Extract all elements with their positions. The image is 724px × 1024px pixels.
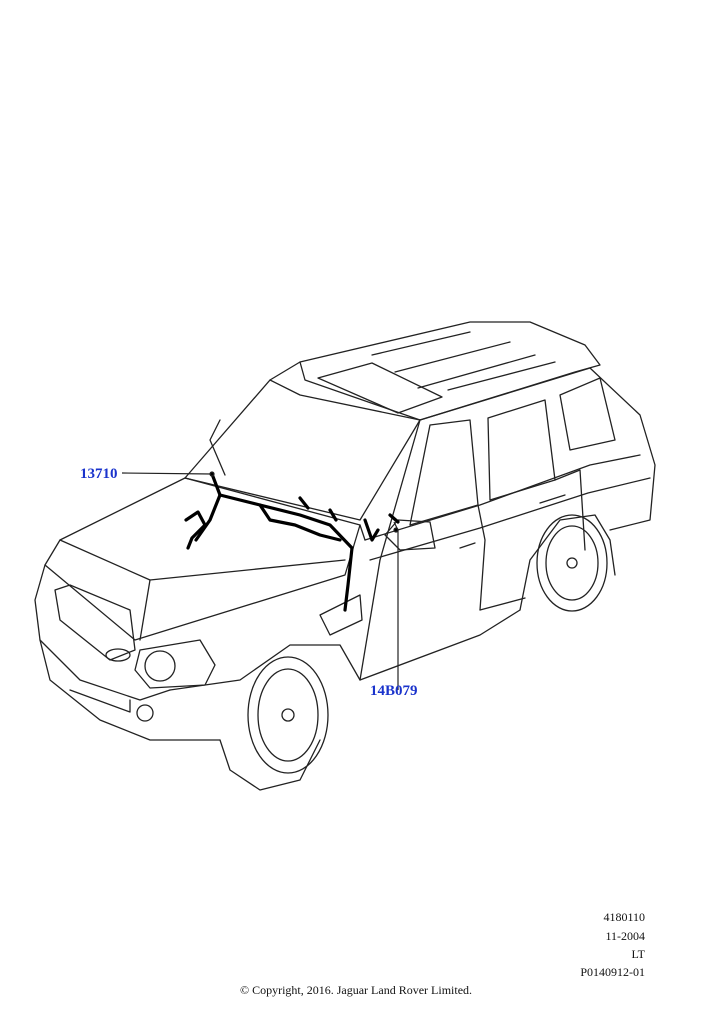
leader-line-14B079 bbox=[393, 521, 399, 690]
leader-line-13710 bbox=[121, 472, 213, 475]
vehicle-outline bbox=[34, 321, 656, 791]
copyright-notice: © Copyright, 2016. Jaguar Land Rover Lim… bbox=[239, 983, 473, 997]
callout-14B079[interactable]: 14B079 bbox=[370, 683, 418, 699]
illustration-reference: P0140912-01 bbox=[580, 965, 645, 979]
illustration-date: 11-2004 bbox=[605, 929, 645, 943]
leader-lines bbox=[121, 471, 399, 690]
callout-13710[interactable]: 13710 bbox=[80, 466, 118, 482]
illustration-number: 4180110 bbox=[603, 910, 645, 924]
wiring-harness bbox=[184, 472, 400, 612]
illustration-code: LT bbox=[631, 947, 645, 961]
